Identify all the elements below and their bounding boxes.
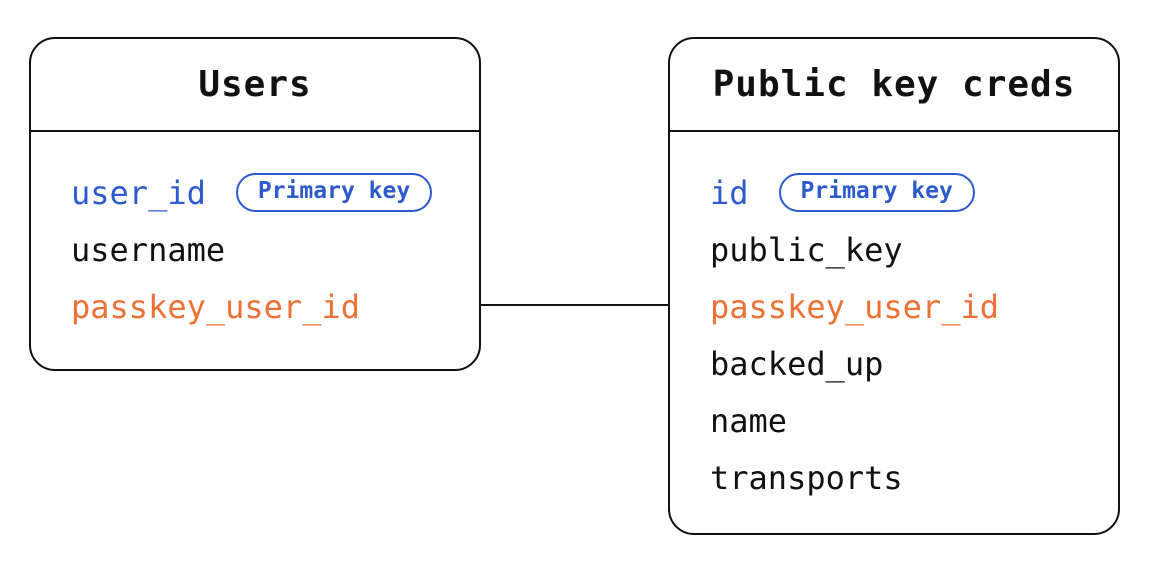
field-name: passkey_user_id bbox=[71, 287, 360, 326]
field-row-user_id: user_id Primary key bbox=[71, 164, 479, 221]
table-public-key-creds-body: id Primary key public_key passkey_user_i… bbox=[670, 132, 1118, 506]
field-row-username: username bbox=[71, 221, 479, 278]
field-name: id bbox=[710, 173, 749, 212]
table-users: Users user_id Primary key username passk… bbox=[29, 37, 481, 371]
field-name: name bbox=[710, 401, 788, 440]
field-row-public_key: public_key bbox=[710, 221, 1118, 278]
table-public-key-creds-header: Public key creds bbox=[670, 39, 1118, 132]
table-title: Public key creds bbox=[712, 64, 1076, 105]
field-name: public_key bbox=[710, 230, 903, 269]
table-title: Users bbox=[198, 64, 312, 105]
field-name: passkey_user_id bbox=[710, 287, 999, 326]
field-row-transports: transports bbox=[710, 449, 1118, 506]
relationship-line bbox=[481, 304, 668, 306]
table-users-header: Users bbox=[31, 39, 479, 132]
primary-key-badge: Primary key bbox=[778, 172, 975, 213]
field-row-passkey_user_id: passkey_user_id bbox=[710, 278, 1118, 335]
field-name: user_id bbox=[71, 173, 206, 212]
field-name: transports bbox=[710, 458, 903, 497]
table-public-key-creds: Public key creds id Primary key public_k… bbox=[668, 37, 1120, 535]
field-row-passkey_user_id: passkey_user_id bbox=[71, 278, 479, 335]
table-users-body: user_id Primary key username passkey_use… bbox=[31, 132, 479, 335]
primary-key-badge: Primary key bbox=[235, 172, 433, 213]
field-row-backed_up: backed_up bbox=[710, 335, 1118, 392]
field-row-name: name bbox=[710, 392, 1118, 449]
field-row-id: id Primary key bbox=[710, 164, 1118, 221]
field-name: username bbox=[71, 230, 226, 269]
field-name: backed_up bbox=[710, 344, 884, 383]
